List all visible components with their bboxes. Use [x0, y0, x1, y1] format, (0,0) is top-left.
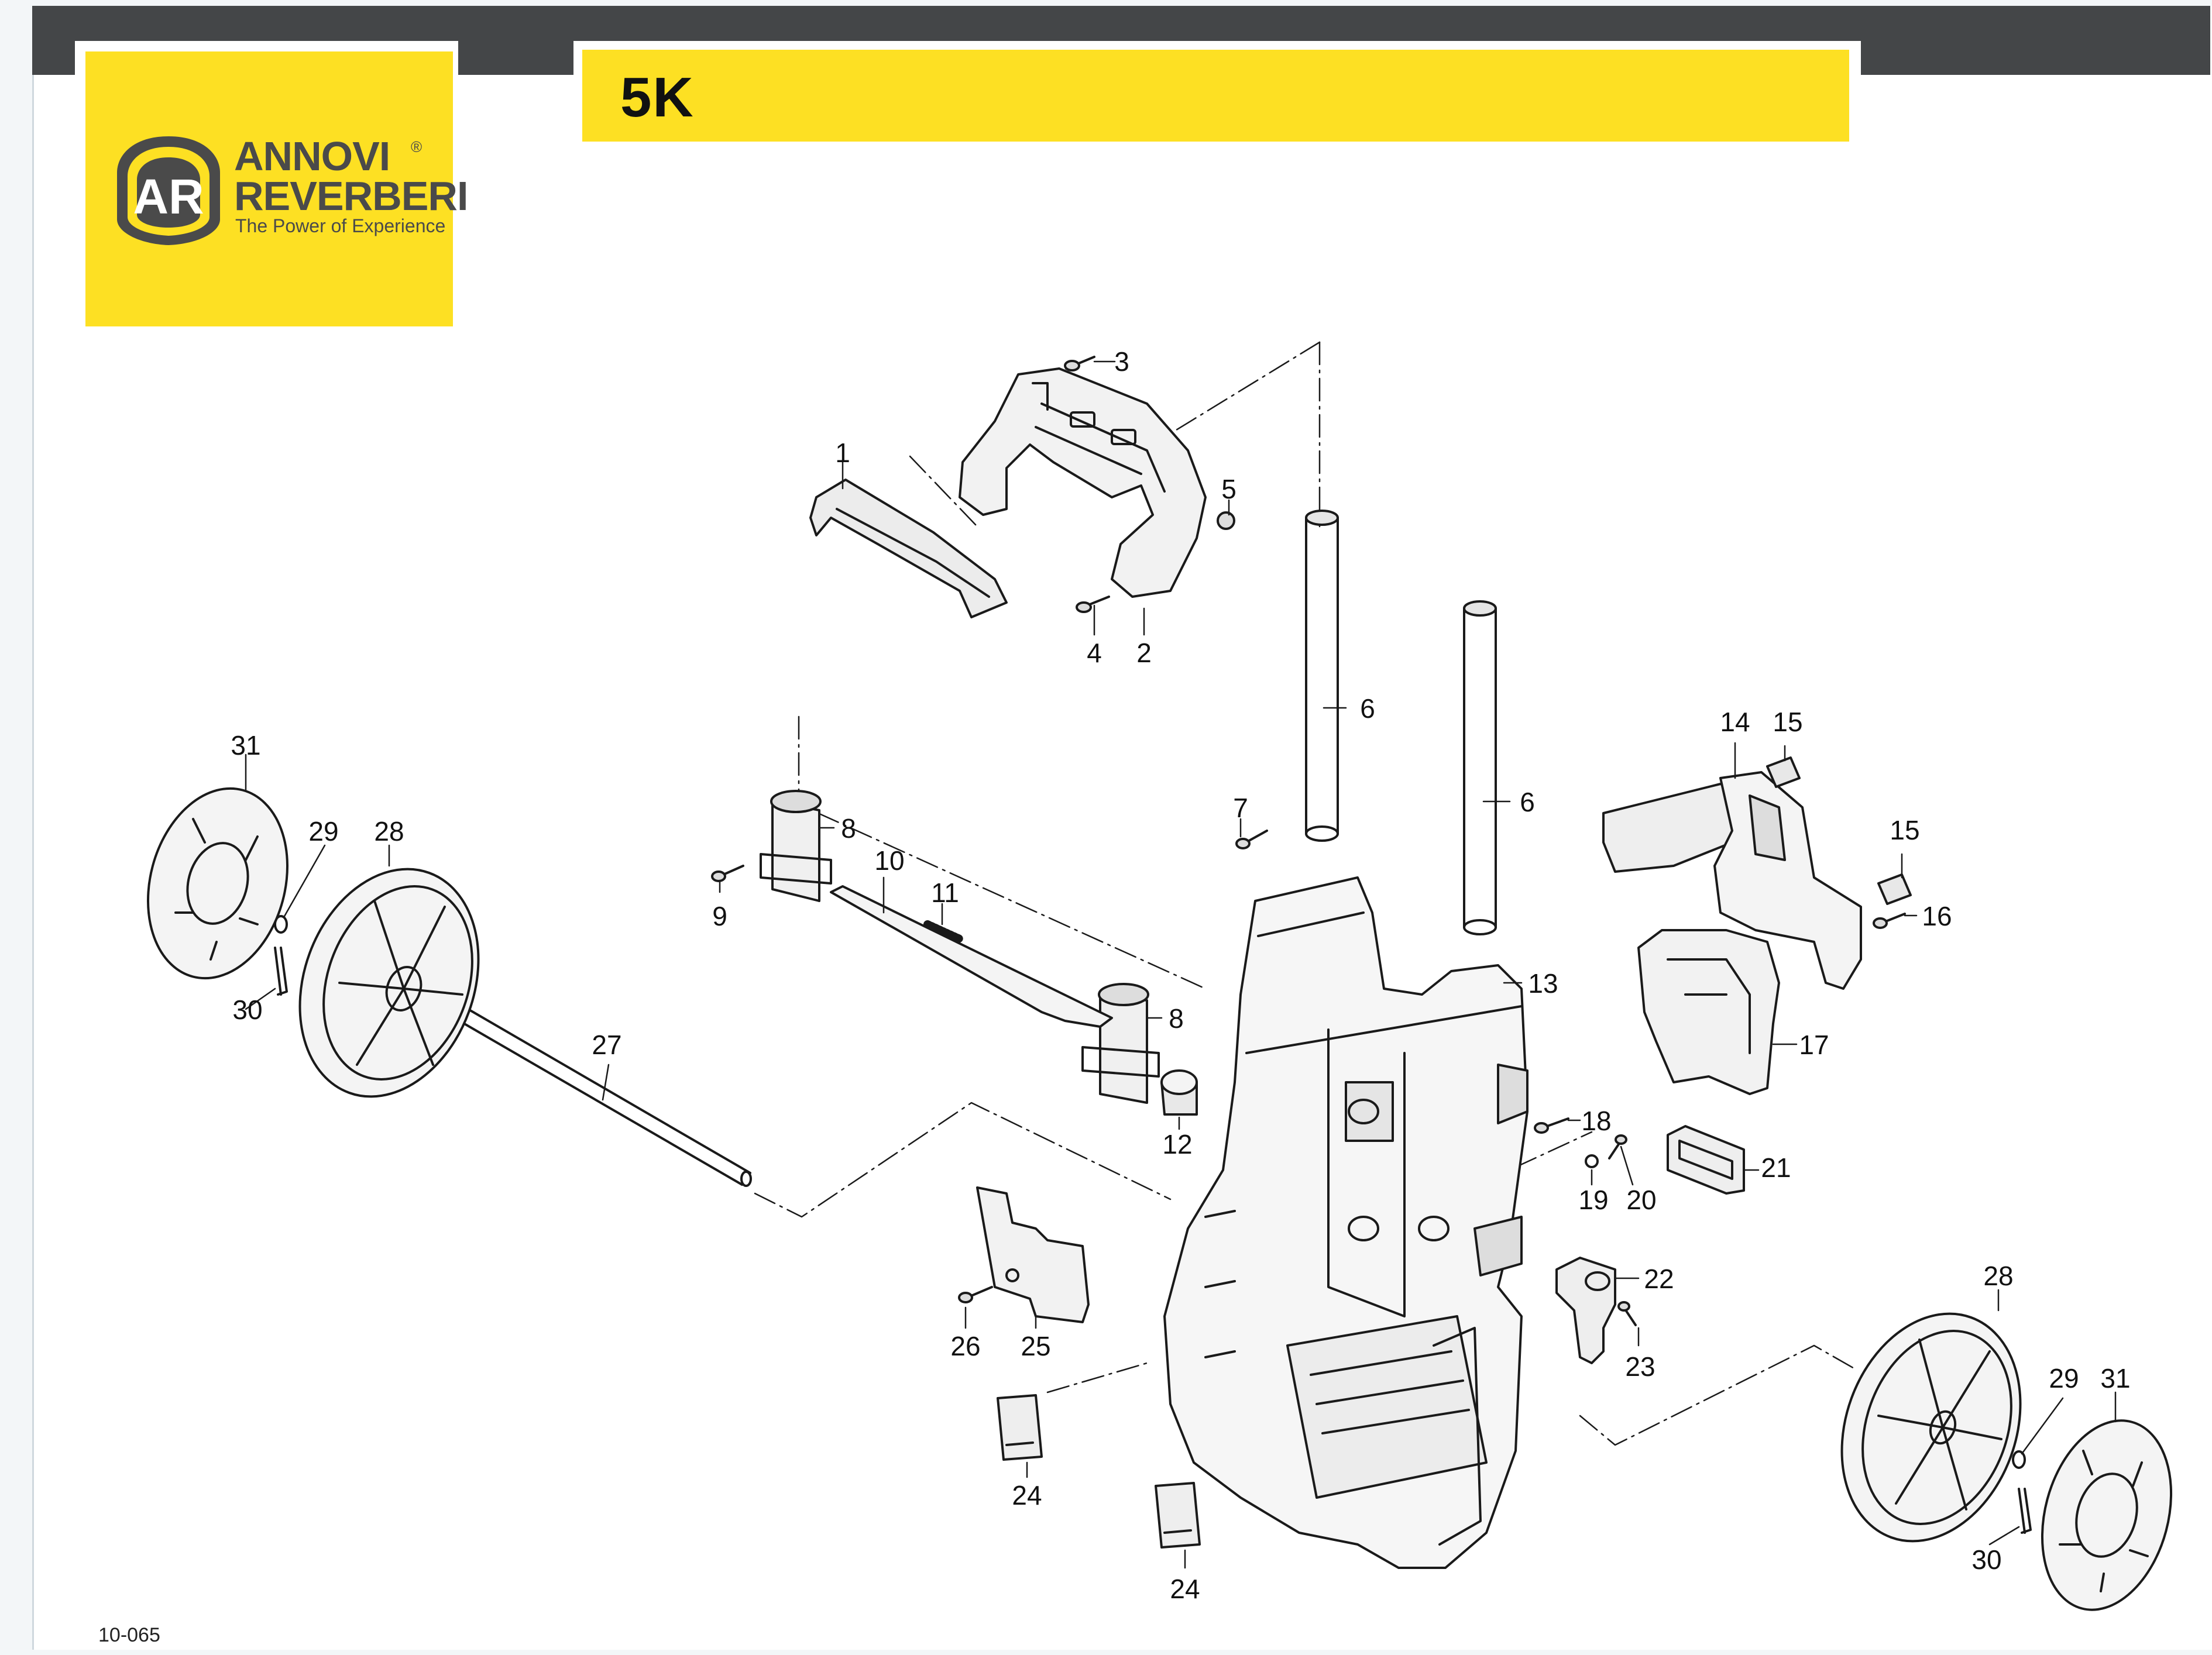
- callout-17: 17: [1799, 1030, 1829, 1060]
- callout-16: 16: [1922, 901, 1952, 931]
- callout-leader-lines: [245, 360, 2117, 1569]
- callout-27: 27: [592, 1030, 621, 1060]
- part-hair-pins: [274, 947, 2032, 1534]
- callout-20: 20: [1626, 1185, 1656, 1215]
- part-handle-frame: [959, 367, 1207, 598]
- callout-19: 19: [1578, 1185, 1608, 1215]
- callout-25: 25: [1021, 1331, 1050, 1361]
- callout-24-right: 24: [1170, 1574, 1200, 1604]
- part-side-cover: [1637, 929, 1780, 1095]
- callout-15-lower: 15: [1890, 815, 1919, 845]
- callout-23: 23: [1625, 1351, 1655, 1382]
- brand-name-line1: ANNOVI: [234, 133, 390, 179]
- callout-30-right: 30: [1971, 1544, 2001, 1575]
- callout-31-right: 31: [2100, 1363, 2130, 1393]
- callout-7: 7: [1233, 793, 1248, 823]
- callout-labels: 1 2 3 4 5 6 6 7 8 8 9 10 11 12 13 14 15 …: [231, 346, 2130, 1604]
- brand-tagline: The Power of Experience: [235, 215, 446, 236]
- brand-monogram: AR: [133, 169, 204, 224]
- part-feet-caps: [997, 1394, 1201, 1549]
- part-slide-blade: [830, 885, 1113, 1028]
- part-handle-grip: [809, 479, 1008, 618]
- part-connectors: [760, 790, 1160, 1104]
- part-axle: [458, 1008, 752, 1187]
- callout-1: 1: [835, 438, 850, 468]
- callout-6-right: 6: [1520, 787, 1535, 817]
- callout-8-upper: 8: [841, 813, 856, 844]
- part-screw-16: [1873, 913, 1906, 929]
- part-pins-15: [1766, 756, 1912, 905]
- callout-2: 2: [1136, 638, 1152, 668]
- part-cap: [1160, 1069, 1198, 1116]
- title-bar: [582, 50, 1849, 142]
- callout-11: 11: [931, 878, 959, 908]
- callout-5: 5: [1221, 474, 1236, 504]
- part-screw-26: [958, 1286, 993, 1303]
- part-hubcap-left: [146, 787, 289, 980]
- brand-logo-icon: AR: [117, 136, 220, 245]
- callout-13: 13: [1528, 968, 1558, 999]
- part-screw-23: [1617, 1301, 1637, 1326]
- part-wheel-left: [298, 868, 480, 1098]
- callout-21: 21: [1761, 1152, 1791, 1183]
- callout-31-left: 31: [231, 730, 260, 761]
- part-wheel-right: [1840, 1312, 2022, 1543]
- callout-26: 26: [950, 1331, 980, 1361]
- callout-8-lower: 8: [1169, 1003, 1184, 1034]
- registered-mark: ®: [411, 138, 423, 156]
- callout-14: 14: [1720, 707, 1750, 737]
- part-hubcap-right: [2041, 1419, 2173, 1611]
- brand-name-line2: REVERBERI: [234, 173, 468, 219]
- part-frame-tubes: [1305, 510, 1497, 935]
- callout-15-upper: 15: [1773, 707, 1802, 737]
- part-badge-plate: [1667, 1125, 1745, 1195]
- callout-30-left: 30: [232, 995, 262, 1025]
- callout-22: 22: [1644, 1264, 1674, 1294]
- part-screw-7: [1235, 830, 1268, 849]
- document-code: 10-065: [98, 1624, 160, 1646]
- callout-28-left: 28: [374, 816, 404, 847]
- part-spring: [923, 920, 964, 943]
- callout-29-right: 29: [2049, 1363, 2079, 1393]
- page-title: 5K: [620, 66, 695, 129]
- part-small-fasteners: [1534, 1117, 1627, 1168]
- callout-18: 18: [1581, 1106, 1611, 1136]
- callout-12: 12: [1162, 1129, 1192, 1159]
- part-screw-9: [711, 865, 744, 882]
- callout-28-right: 28: [1983, 1261, 2013, 1291]
- part-bracket-plate: [976, 1186, 1090, 1323]
- part-lever: [1555, 1257, 1616, 1364]
- callout-4: 4: [1087, 638, 1102, 668]
- part-main-housing: [1163, 876, 1529, 1569]
- part-screws-handle: [1064, 356, 1235, 613]
- callout-3: 3: [1114, 346, 1129, 377]
- part-upper-bracket: [1602, 771, 1862, 990]
- callout-6-left: 6: [1360, 693, 1375, 724]
- callout-24-left: 24: [1012, 1480, 1042, 1511]
- callout-9: 9: [712, 901, 727, 931]
- callout-10: 10: [874, 845, 904, 876]
- callout-29-left: 29: [308, 816, 338, 847]
